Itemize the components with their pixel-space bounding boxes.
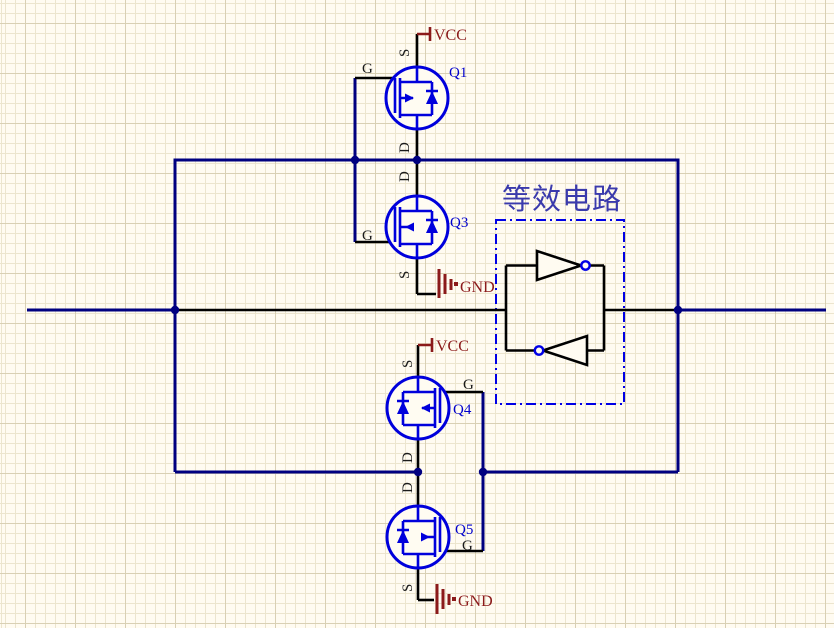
q5-gate-label: G (462, 538, 473, 554)
inverter-bottom-triangle (538, 334, 589, 367)
q1-source-label: S (397, 49, 413, 57)
gnd-dot-icon (452, 597, 456, 601)
vcc-label: VCC (436, 338, 469, 355)
q4-drain-label: D (400, 452, 416, 463)
junction-dot (350, 155, 360, 165)
junction-dot (673, 305, 683, 315)
q1-drain-label: D (397, 142, 413, 153)
q3-symbol (384, 194, 450, 260)
q5-source-label: S (400, 584, 416, 592)
q5-symbol (385, 504, 451, 570)
inverter-bottom[interactable] (533, 334, 589, 367)
junction-dot (170, 305, 180, 315)
power-port-vcc-q4[interactable]: VCC (418, 338, 469, 355)
q1-pins (355, 34, 419, 160)
junction-dot (413, 467, 423, 477)
gnd-dot-icon (454, 282, 458, 286)
q3-drain-label: D (397, 171, 413, 182)
q4-symbol (385, 375, 451, 441)
q1-symbol (384, 65, 450, 131)
inverter-top-triangle (535, 249, 586, 282)
gnd-bars-icon (437, 269, 453, 298)
q3-source-label: S (397, 271, 413, 279)
power-port-gnd-q5[interactable]: GND (418, 584, 493, 614)
inverter-top-bubble-icon (580, 260, 591, 271)
q3-designator[interactable]: Q3 (450, 215, 468, 231)
transistor-q3[interactable]: G D S Q3 (355, 160, 468, 294)
equivalent-circuit-box[interactable] (495, 219, 625, 405)
q4-gate-label: G (463, 377, 474, 393)
q5-drain-label: D (400, 482, 416, 493)
q4-designator[interactable]: Q4 (453, 402, 472, 418)
gnd-label: GND (460, 279, 495, 296)
gnd-label: GND (458, 593, 493, 610)
wire-loop-top[interactable] (173, 158, 680, 472)
vcc-bar-icon (417, 27, 432, 41)
wires (27, 78, 826, 551)
gnd-bars-icon (435, 584, 451, 614)
inverter-bottom-bubble-icon (533, 345, 545, 356)
transistor-q4[interactable]: G S D Q4 (385, 345, 483, 472)
inverter-top[interactable] (535, 249, 591, 282)
q1-gate-label: G (362, 61, 373, 77)
junction-dot (478, 467, 488, 477)
transistor-q5[interactable]: G D S Q5 (385, 472, 483, 600)
q3-gate-label: G (362, 228, 373, 244)
transistor-q1[interactable]: G S D Q1 (355, 34, 467, 160)
power-port-gnd-q3[interactable]: GND (417, 269, 495, 298)
vcc-bar-icon (418, 338, 434, 352)
q1-designator[interactable]: Q1 (449, 65, 467, 81)
q4-source-label: S (400, 360, 416, 368)
junction-dot (412, 155, 422, 165)
equivalent-circuit[interactable]: 等效电路 (175, 183, 678, 405)
vcc-label: VCC (434, 27, 467, 44)
power-port-vcc-q1[interactable]: VCC (417, 27, 467, 44)
q4-pins (416, 345, 483, 472)
q5-designator[interactable]: Q5 (455, 522, 473, 538)
junction-dots (170, 155, 683, 477)
equivalent-circuit-title: 等效电路 (502, 183, 622, 216)
